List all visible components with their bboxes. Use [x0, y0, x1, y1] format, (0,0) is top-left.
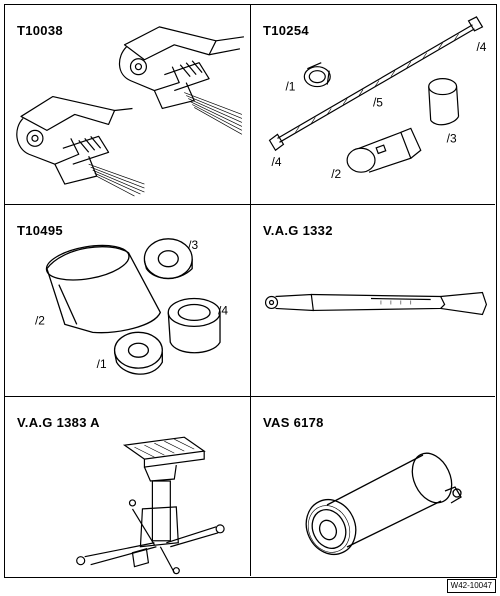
panel-t10254: T10254	[251, 5, 495, 205]
torque-wrench-illustration	[264, 291, 488, 316]
part-label: /2	[331, 167, 341, 181]
threaded-spindle-illustration: /1 /2 /3 /4 /4 /5	[268, 16, 487, 181]
tool-code: V.A.G 1383 A	[17, 415, 100, 430]
figure-reference: W42-10047	[446, 579, 496, 593]
part-label: /1	[285, 80, 295, 94]
part-label: /3	[447, 131, 457, 145]
tool-code: T10038	[17, 23, 63, 38]
press-sleeve-set-illustration: /1 /2 /3 /4	[35, 238, 228, 375]
panel-vag-1332: V.A.G 1332	[251, 205, 495, 397]
ratchet-strap-illustration	[16, 26, 244, 197]
panel-t10495: T10495	[5, 205, 251, 397]
part-label: /4	[476, 40, 486, 54]
tool-code: T10254	[263, 23, 309, 38]
part-label: /3	[188, 238, 198, 252]
part-label: /2	[35, 313, 45, 327]
panel-vag-1383a: V.A.G 1383 A	[5, 397, 251, 576]
part-label: /4	[272, 155, 282, 169]
part-label: /5	[373, 95, 383, 109]
transmission-jack-illustration	[76, 436, 225, 575]
part-label: /1	[97, 357, 107, 371]
cylinder-tool-illustration	[305, 452, 462, 555]
tool-code: V.A.G 1332	[263, 223, 333, 238]
tool-grid: T10038	[4, 4, 497, 578]
part-label: /4	[218, 303, 228, 317]
panel-t10038: T10038	[5, 5, 251, 205]
panel-vas-6178: VAS 6178	[251, 397, 495, 576]
tool-code: T10495	[17, 223, 63, 238]
tool-code: VAS 6178	[263, 415, 324, 430]
